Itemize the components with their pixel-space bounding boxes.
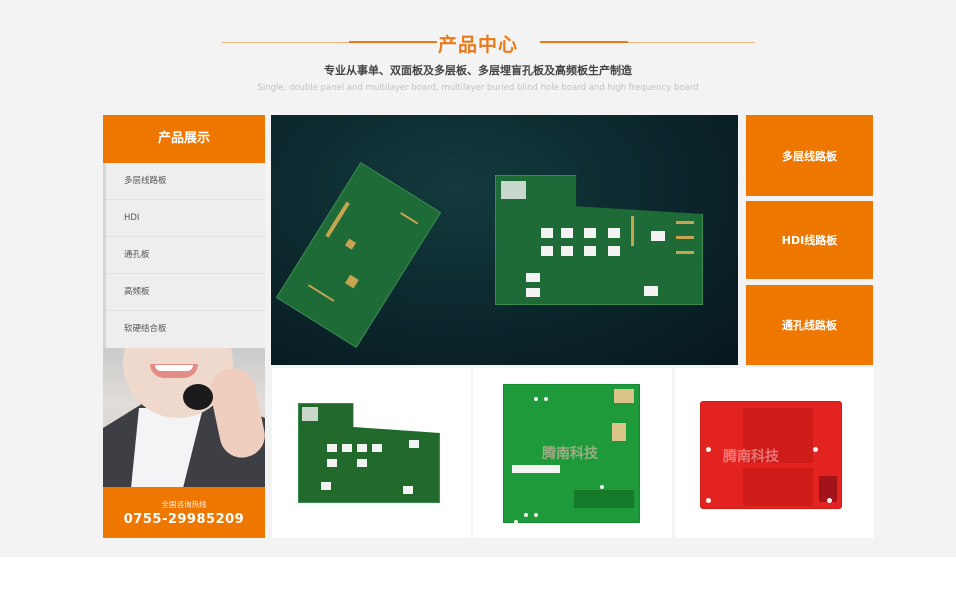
section-subtitle-en: Single, double panel and multilayer boar…	[257, 83, 699, 93]
pcb-board-rotated	[275, 161, 442, 349]
customer-service-photo	[103, 348, 265, 487]
tile-multilayer[interactable]: 多层线路板	[746, 115, 873, 196]
section-subtitle: 专业从事单、双面板及多层板、多层埋盲孔板及高频板生产制造	[324, 64, 632, 77]
tile-through-hole[interactable]: 通孔线路板	[746, 285, 873, 365]
product-card-2[interactable]: 腾南科技	[473, 368, 672, 538]
hotline-label: 全国咨询热线	[161, 500, 207, 509]
sidebar-item-high-frequency[interactable]: 高频板	[106, 274, 265, 311]
title-line-left-thick	[349, 41, 437, 43]
product-card-1[interactable]	[272, 368, 471, 538]
hotline-box[interactable]: 全国咨询热线 0755-29985209	[103, 487, 265, 538]
section-title-bar: 产品中心	[0, 28, 956, 58]
pcb-image-green-power: 腾南科技	[503, 384, 640, 524]
tile-hdi[interactable]: HDI线路板	[746, 201, 873, 279]
pcb-board-large	[495, 175, 703, 305]
watermark-text: 腾南科技	[723, 449, 779, 465]
pcb-image-green-multilayer	[298, 403, 440, 503]
sidebar-item-through-hole[interactable]: 通孔板	[106, 237, 265, 274]
product-center-section: 产品中心 专业从事单、双面板及多层板、多层埋盲孔板及高频板生产制造 Single…	[0, 0, 956, 557]
product-sidebar: 产品展示 多层线路板 HDI 通孔板 高频板 软硬结合板	[103, 115, 265, 348]
title-line-left-thin	[222, 42, 349, 43]
watermark-text: 腾南科技	[542, 446, 598, 462]
hotline-number: 0755-29985209	[123, 512, 245, 527]
sidebar-item-rigid-flex[interactable]: 软硬结合板	[124, 324, 167, 334]
title-line-right-thin	[628, 42, 755, 43]
sidebar-list: 多层线路板 HDI 通孔板 高频板 软硬结合板	[103, 163, 265, 348]
pcb-image-red: 腾南科技	[700, 401, 842, 509]
sidebar-heading: 产品展示	[103, 115, 265, 163]
headset-mic-icon	[183, 384, 213, 410]
featured-banner-image[interactable]	[271, 115, 738, 365]
section-title: 产品中心	[437, 34, 518, 56]
product-card-3[interactable]: 腾南科技	[675, 368, 874, 538]
sidebar-item-multilayer[interactable]: 多层线路板	[106, 163, 265, 200]
sidebar-item-hdi[interactable]: HDI	[106, 200, 265, 237]
title-line-right-thick	[540, 41, 628, 43]
